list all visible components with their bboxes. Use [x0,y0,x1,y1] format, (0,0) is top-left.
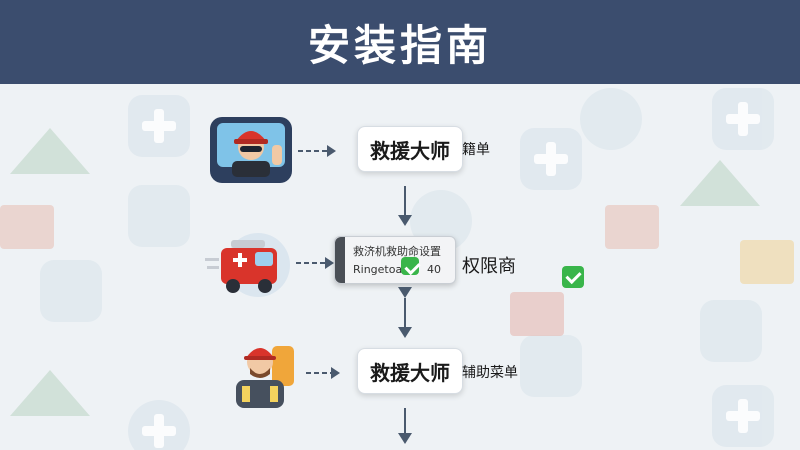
arrow-down [398,298,412,338]
step1-suffix: 籍单 [462,142,490,158]
arrow-right [306,367,340,379]
step1-app-name: 救援大师 [370,138,450,163]
dialog-sidebar [335,237,345,283]
dialog-title: 救济机救助命设置 [353,245,441,258]
header-banner: 安装指南 [0,0,800,84]
medical-cross-icon [712,385,774,447]
dialog-value: 40 [427,263,441,276]
checkmark-icon [401,257,419,275]
arrow-right [298,145,336,157]
fire-truck-icon [203,228,291,302]
truck-icon [740,240,794,284]
arrow-down-stub [398,282,412,298]
firefighter-in-truck-icon [208,113,294,187]
background-tile [128,185,190,247]
background-tile [40,260,102,322]
arrow-down [398,408,412,444]
house-icon [0,205,54,249]
mountain-icon [680,160,760,206]
checkmark-icon [562,266,584,288]
background-tile [700,300,762,362]
medical-cross-icon [128,95,190,157]
step3-app-name: 救援大师 [370,360,450,385]
step3-card: 救援大师 [357,348,463,394]
rescue-jeep-icon [510,292,564,336]
medical-cross-icon [128,400,190,450]
arrow-down [398,186,412,226]
medical-cross-icon [712,88,774,150]
mountain-icon [10,370,90,416]
step3-suffix: 辅助菜单 [462,365,518,381]
permission-settings-dialog: 救济机救助命设置 Ringetoa. 40 [334,236,456,284]
medical-cross-icon [520,128,582,190]
step1-card: 救援大师 [357,126,463,172]
step2-suffix: 权限商 [462,256,516,277]
rescuer-with-backpack-icon [228,336,298,410]
mountain-icon [10,128,90,174]
arrow-right [296,257,334,269]
dialog-option: Ringetoa. [353,263,406,276]
page-title: 安装指南 [307,20,492,70]
background-tile [580,88,642,150]
background-tile [520,335,582,397]
hospital-building-icon [605,205,659,249]
